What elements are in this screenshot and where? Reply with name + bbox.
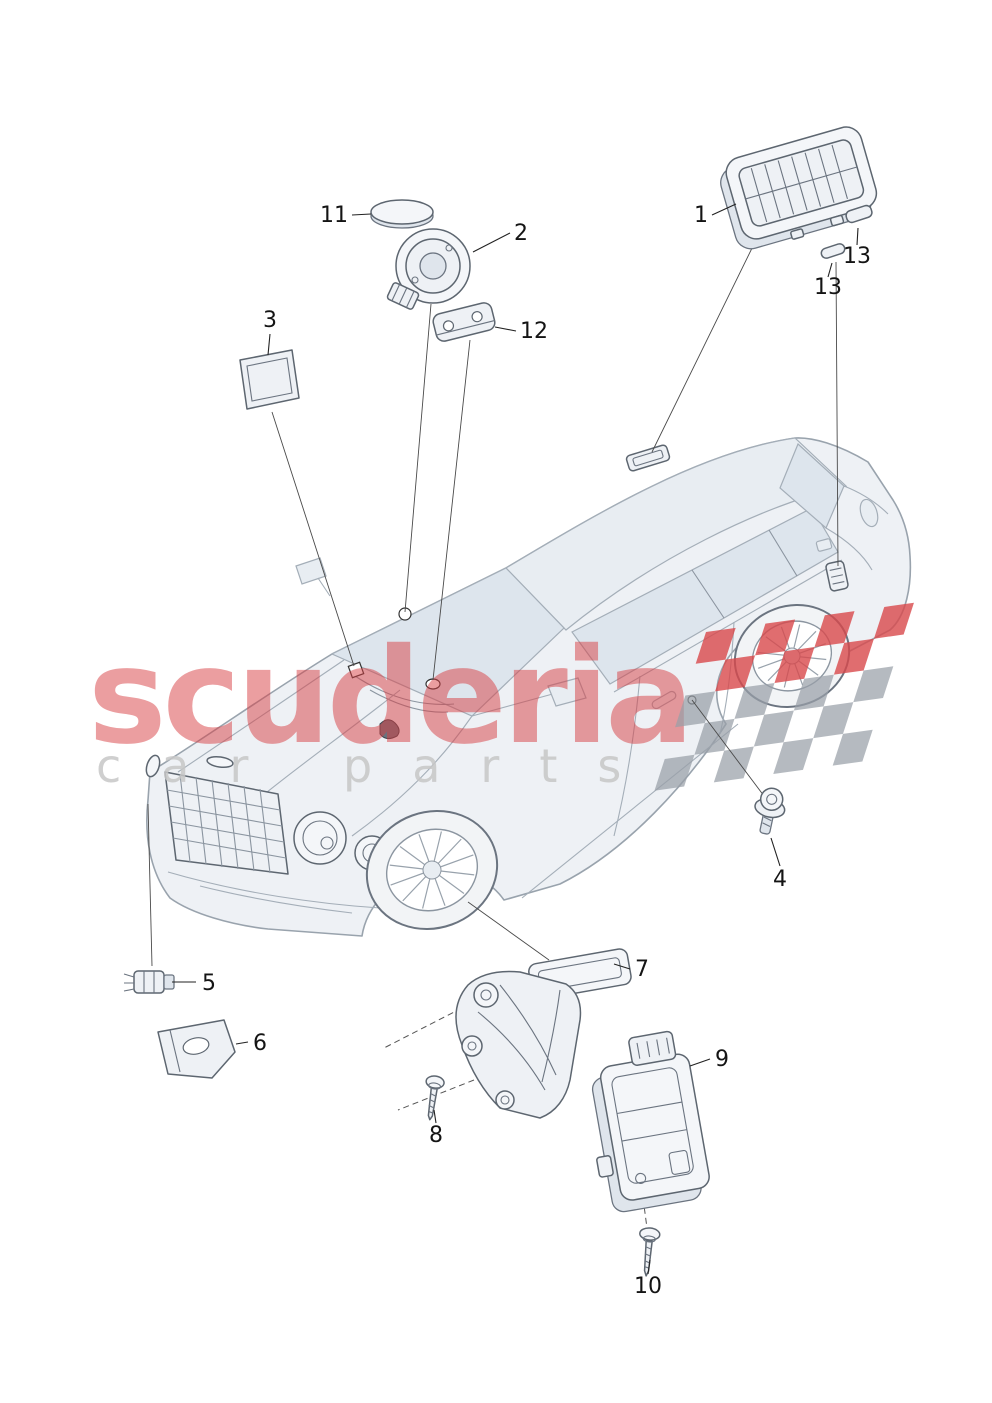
part-8-screw <box>425 1075 445 1121</box>
car-tail-lamp <box>859 498 879 528</box>
callout-5: 5 <box>202 971 216 996</box>
car-beltline <box>613 559 843 693</box>
part-2-rain-light-sensor <box>386 228 471 310</box>
part-12-bracket <box>432 302 496 342</box>
car-grille-mesh-vertical <box>179 773 271 874</box>
car-wiper-lines <box>351 673 455 713</box>
part-3-adhesive-pad <box>239 349 300 410</box>
watermark: scuderia car parts <box>88 602 914 793</box>
car-trunk-seams <box>825 485 889 571</box>
watermark-brand-text: scuderia <box>88 620 690 774</box>
car-badge <box>206 755 234 769</box>
callout-12: 12 <box>520 319 548 344</box>
part-13-pad-lower <box>820 243 846 259</box>
part-9-connector <box>628 1030 677 1066</box>
callout-8: 8 <box>429 1123 443 1148</box>
callout-9: 9 <box>715 1047 729 1072</box>
part-1-air-vent-grille <box>720 126 878 250</box>
car-roof-panel <box>505 437 848 631</box>
side-vent-marker <box>825 560 849 592</box>
part-1-slats <box>745 144 858 223</box>
part-11-cover-disc <box>370 199 434 229</box>
car-mirror-left-stalk <box>317 577 331 597</box>
car-fuel-cap <box>815 538 833 552</box>
callout-13b: 13 <box>814 275 842 300</box>
leader-lines <box>172 203 859 1275</box>
callout-13a: 13 <box>843 244 871 269</box>
car-grille-mesh-horizontal <box>166 789 287 859</box>
car-door-handle-front <box>651 690 677 710</box>
locator-lines <box>147 239 839 967</box>
callout-11: 11 <box>320 203 348 228</box>
watermark-subtitle-text: car parts <box>96 739 661 793</box>
car-mirror-left <box>295 557 327 585</box>
car-front-wheel <box>365 810 499 930</box>
part-10-screw <box>639 1227 661 1277</box>
checkered-flag-graphic <box>654 602 914 791</box>
windscreen-sensor-markers <box>347 607 441 740</box>
callout-2: 2 <box>514 221 528 246</box>
part-9-control-unit <box>591 1030 710 1213</box>
part-5-sensor <box>123 970 175 994</box>
callout-7: 7 <box>635 957 649 982</box>
callout-10: 10 <box>634 1274 662 1299</box>
car-bumper-lines <box>167 871 381 914</box>
front-wheel-spokes <box>389 831 475 909</box>
windscreen-bracket-marker <box>379 719 400 740</box>
car-grille <box>164 771 289 875</box>
callout-4: 4 <box>773 867 787 892</box>
car-pillar-lines <box>691 529 798 619</box>
part-4-sensor <box>754 787 786 835</box>
callout-1: 1 <box>694 203 708 228</box>
part-6-bracket-plate <box>157 1019 236 1079</box>
car-mirror-right <box>547 677 587 707</box>
car-cowl-line <box>471 691 561 717</box>
part-13-pad-upper <box>845 204 873 224</box>
callout-labels: 11 2 12 3 1 13 13 4 5 6 7 8 9 10 <box>202 203 871 1299</box>
roof-vent-marker <box>625 444 671 472</box>
part-2-connector <box>386 282 420 310</box>
car-illustration <box>145 437 912 937</box>
part-7-mounting-bracket <box>455 948 632 1119</box>
callout-6: 6 <box>253 1031 267 1056</box>
callout-3: 3 <box>263 308 277 333</box>
